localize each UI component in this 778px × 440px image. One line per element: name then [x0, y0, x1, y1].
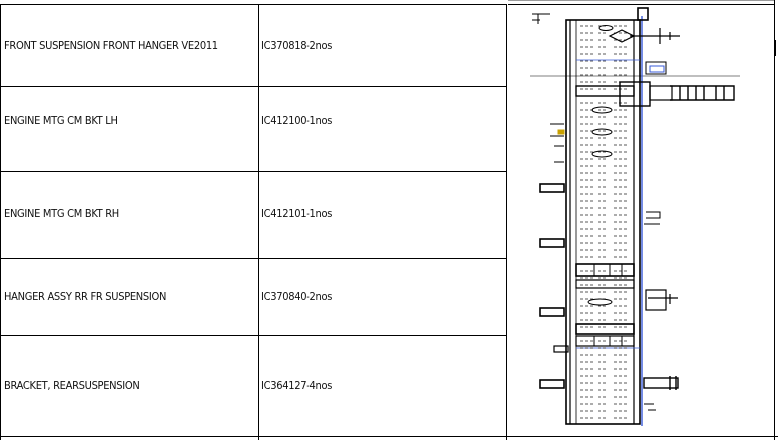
row-divider [0, 258, 506, 259]
part-number-qty: IC370818-2nos [261, 39, 333, 52]
part-description: HANGER ASSY RR FR SUSPENSION [4, 290, 167, 303]
column-divider [258, 4, 259, 440]
part-description: ENGINE MTG CM BKT LH [4, 114, 118, 127]
table-border-bottom [0, 436, 778, 437]
part-number-qty: IC412100-1nos [261, 114, 333, 127]
chassis-drawing [530, 7, 776, 426]
part-number-qty: IC370840-2nos [261, 290, 333, 303]
table-border-right [774, 0, 775, 440]
part-description: FRONT SUSPENSION FRONT HANGER VE2011 [4, 39, 218, 52]
part-description: ENGINE MTG CM BKT RH [4, 207, 119, 220]
row-divider [0, 86, 506, 87]
part-description: BRACKET, REARSUSPENSION [4, 379, 140, 392]
drawing-border-top [508, 0, 774, 1]
row-divider [0, 171, 506, 172]
column-divider [506, 4, 507, 440]
drawing-border-top [508, 4, 774, 5]
part-number-qty: IC412101-1nos [261, 207, 333, 220]
part-number-qty: IC364127-4nos [261, 379, 333, 392]
table-border-top [0, 4, 506, 5]
table-border-left [0, 4, 1, 440]
row-divider [0, 335, 506, 336]
